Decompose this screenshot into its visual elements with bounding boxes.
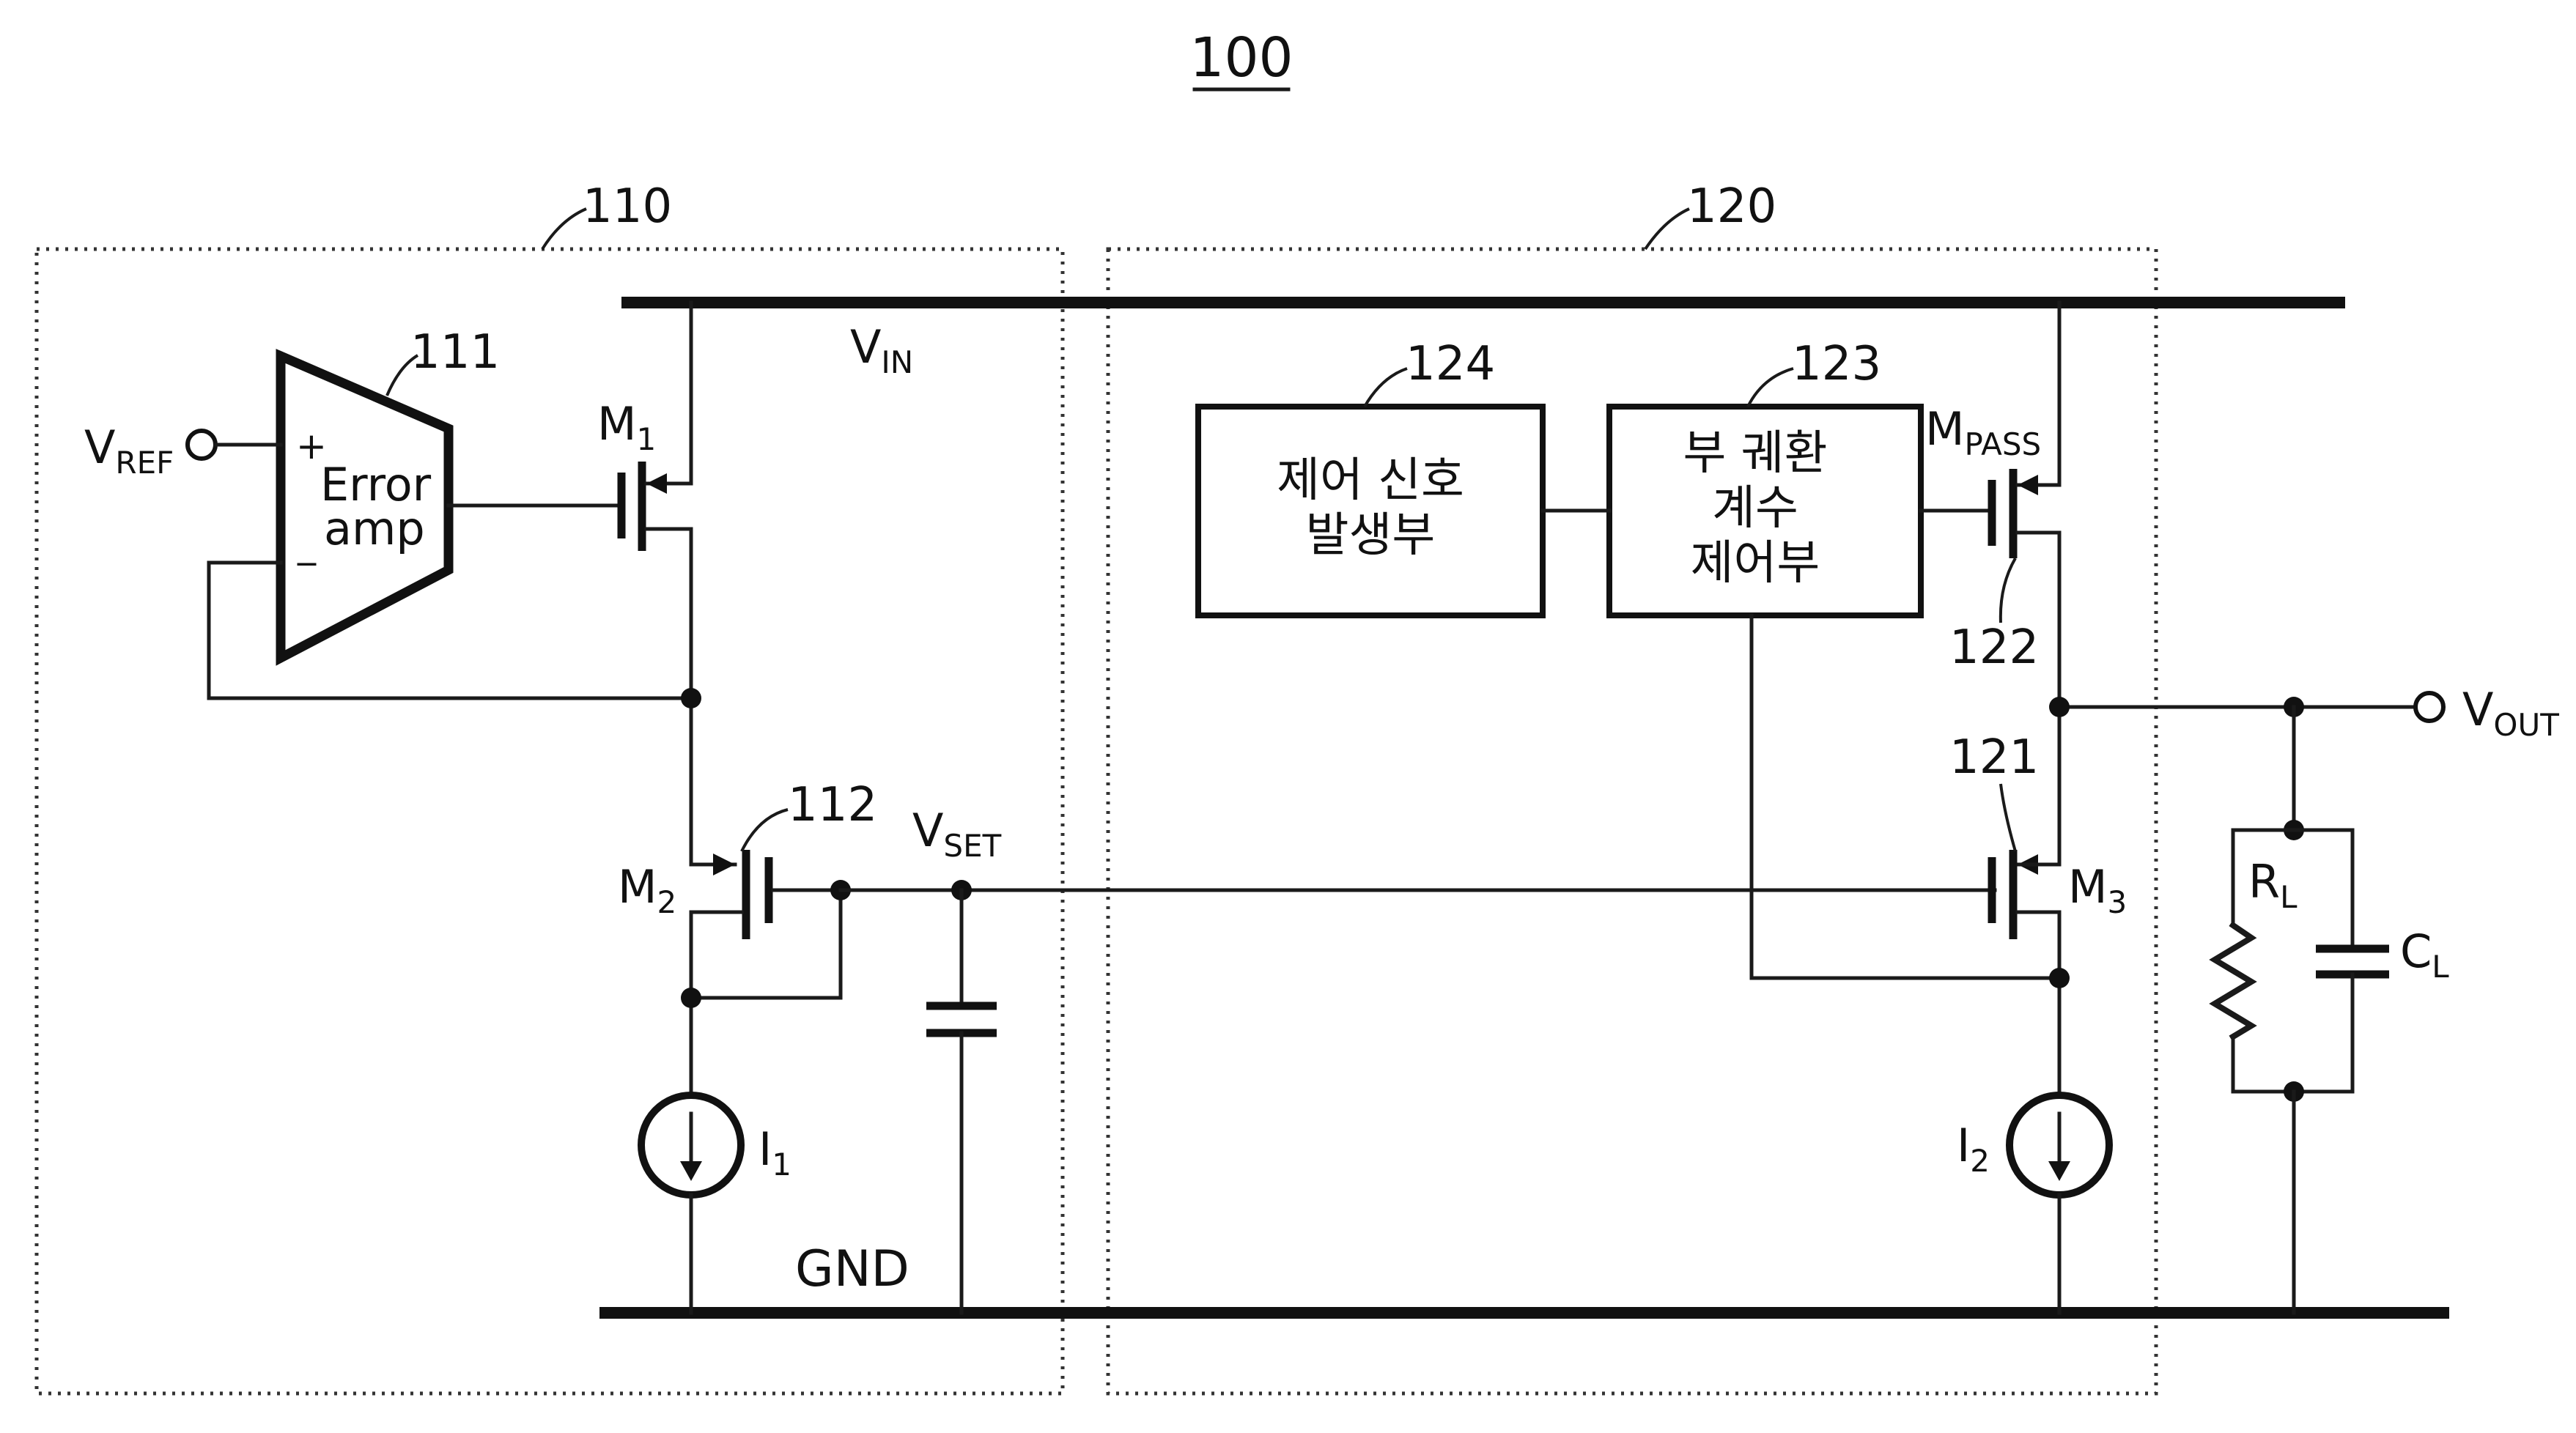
m3-source-wire	[2018, 912, 2059, 1094]
m1-drain-node	[681, 688, 701, 708]
m2-arrow	[713, 853, 735, 875]
block-110-outline	[37, 249, 1063, 1393]
rl-label: RL	[2248, 855, 2298, 915]
m2-diode-node	[681, 988, 701, 1008]
m1-label: M1	[597, 397, 656, 457]
mpass-arrow	[2018, 475, 2038, 495]
vref-terminal	[188, 431, 215, 459]
vref-label: VREF	[84, 421, 174, 481]
vin-label: VIN	[850, 320, 913, 380]
vout-terminal	[2416, 693, 2443, 721]
mpass-label: MPASS	[1925, 402, 2041, 462]
cl-label: CL	[2400, 925, 2449, 985]
m2-leader	[742, 810, 788, 851]
load-lower-bus	[2233, 974, 2352, 1092]
mpass-ref: 122	[1949, 621, 2039, 675]
m3-label: M3	[2068, 860, 2127, 920]
error-amp-label-line2: amp	[324, 502, 425, 555]
feedback-control-line2: 계수	[1712, 481, 1798, 536]
feedback-control-line1: 부 궤환	[1683, 426, 1828, 481]
error-amp-minus: _	[297, 523, 317, 566]
mpass-drain-wire	[2018, 533, 2059, 861]
block-110-leader	[542, 209, 586, 249]
control-signal-leader	[1365, 369, 1407, 407]
block-120-leader	[1645, 209, 1689, 249]
block-110-ref: 110	[583, 179, 672, 234]
m3-source-node	[2049, 968, 2070, 988]
vout-label: VOUT	[2462, 683, 2559, 743]
i2-label: I2	[1957, 1119, 1990, 1179]
feedback-control-leader	[1748, 369, 1793, 407]
feedback-control-ref: 123	[1792, 337, 1881, 391]
vout-node	[2049, 697, 2070, 717]
m3-ref: 121	[1949, 730, 2039, 785]
m1-arrow	[646, 473, 667, 494]
gnd-label: GND	[795, 1240, 909, 1298]
block-120-ref: 120	[1687, 179, 1776, 234]
vset-label: VSET	[912, 804, 1002, 864]
i1-label: I1	[759, 1122, 791, 1182]
control-signal-ref: 124	[1406, 337, 1495, 391]
rl-resistor	[2215, 925, 2251, 1037]
error-amp-ref: 111	[410, 325, 500, 379]
m2-label: M2	[618, 860, 676, 920]
mpass-leader	[2001, 558, 2015, 623]
control-signal-line2: 발생부	[1306, 508, 1436, 563]
feedback-control-line3: 제어부	[1691, 536, 1820, 590]
m2-ref: 112	[788, 778, 877, 832]
figure-number: 100	[1189, 26, 1293, 89]
control-signal-line1: 제어 신호	[1277, 453, 1464, 508]
m3-leader	[2001, 784, 2015, 851]
